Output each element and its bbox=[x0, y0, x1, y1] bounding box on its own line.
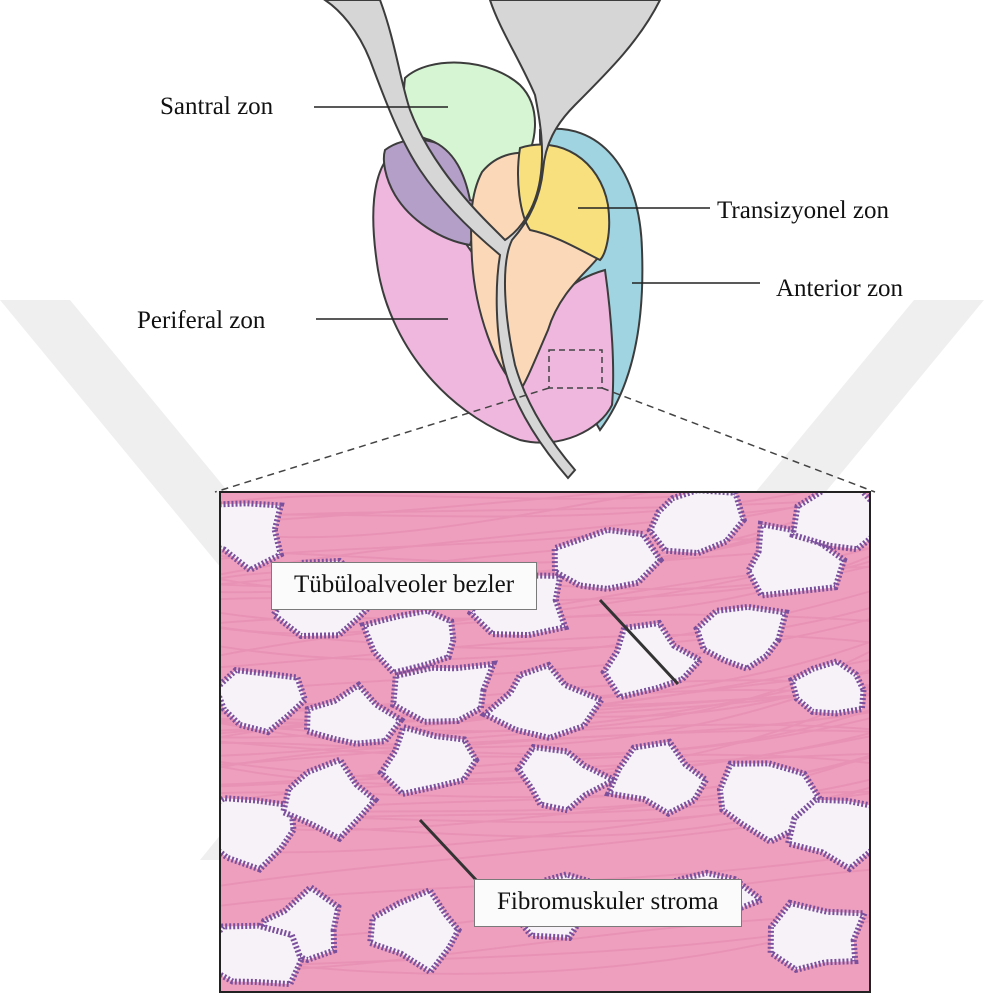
prostate-diagram bbox=[325, 0, 660, 478]
label-transitional-zone: Transizyonel zon bbox=[717, 196, 889, 226]
zoom-guide-left bbox=[215, 388, 549, 492]
label-anterior-zone: Anterior zon bbox=[776, 274, 903, 304]
label-tubuloalveolar-glands: Tübüloalveoler bezler bbox=[271, 562, 537, 610]
label-fibromuscular-stroma: Fibromuskuler stroma bbox=[474, 879, 742, 927]
label-central-zone: Santral zon bbox=[160, 92, 273, 122]
gland bbox=[771, 903, 865, 970]
label-peripheral-zone: Periferal zon bbox=[137, 306, 265, 336]
